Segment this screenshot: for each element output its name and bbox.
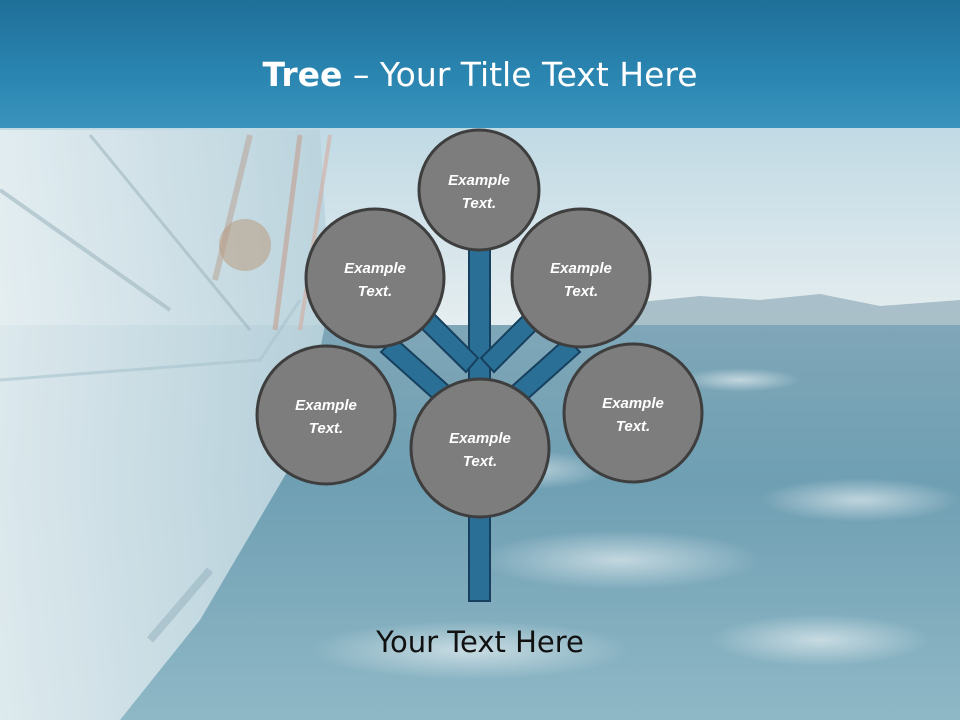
- title-separator: –: [342, 55, 380, 94]
- bubble-lower-right-line2: Text.: [616, 418, 650, 435]
- bubble-center-line2: Text.: [463, 453, 497, 470]
- bubble-center: Example Text.: [409, 377, 551, 519]
- bubble-lower-left-circle: [255, 344, 397, 486]
- title-bold: Tree: [262, 55, 343, 94]
- bubble-top: Example Text.: [417, 128, 541, 252]
- bubble-lower-right-circle: [562, 342, 704, 484]
- bubble-upper-right-line2: Text.: [564, 283, 598, 300]
- bubble-upper-right: Example Text.: [510, 207, 652, 349]
- slide-title: Tree – Your Title Text Here: [0, 52, 960, 98]
- bubble-center-circle: [409, 377, 551, 519]
- bubble-upper-left-line2: Text.: [358, 283, 392, 300]
- bubble-upper-left-line1: Example: [344, 260, 406, 277]
- title-bar: [0, 0, 960, 128]
- bubble-upper-left-circle: [304, 207, 446, 349]
- bubble-lower-right-line1: Example: [602, 395, 664, 412]
- bubble-lower-left-line1: Example: [295, 397, 357, 414]
- bubble-upper-right-line1: Example: [550, 260, 612, 277]
- bubble-center-line1: Example: [449, 430, 511, 447]
- bubble-top-circle: [417, 128, 541, 252]
- caption-text: Your Text Here: [376, 625, 584, 659]
- bubble-upper-left: Example Text.: [304, 207, 446, 349]
- bubble-lower-left-line2: Text.: [309, 420, 343, 437]
- bubble-lower-left: Example Text.: [255, 344, 397, 486]
- bubble-top-line2: Text.: [462, 195, 496, 212]
- bubble-upper-right-circle: [510, 207, 652, 349]
- title-text: Your Title Text Here: [379, 55, 698, 94]
- bubble-top-line1: Example: [448, 172, 510, 189]
- bubble-lower-right: Example Text.: [562, 342, 704, 484]
